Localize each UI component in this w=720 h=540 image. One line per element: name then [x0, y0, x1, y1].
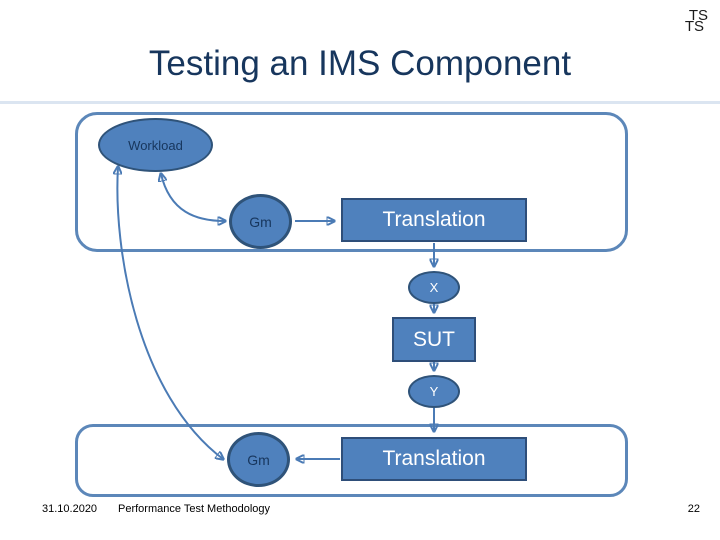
translation-node-bottom: Translation: [341, 437, 527, 481]
x-label: X: [429, 280, 439, 295]
y-node: Y: [408, 375, 460, 408]
gm-label-bottom: Gm: [247, 451, 270, 468]
translation-node-top: Translation: [341, 198, 527, 242]
sut-label: SUT: [413, 327, 455, 351]
translation-label-top: Translation: [382, 208, 486, 231]
test-system-label-bottom: TS: [688, 7, 708, 24]
gm-label-top: Gm: [249, 213, 272, 230]
workload-label: Workload: [128, 137, 183, 153]
workload-node: Workload: [98, 118, 213, 172]
title-underline-rule: [0, 101, 720, 104]
slide-footer: 31.10.2020 Performance Test Methodology …: [0, 503, 720, 523]
x-node: X: [408, 271, 460, 304]
gm-node-bottom: Gm: [227, 432, 290, 487]
slide-title: Testing an IMS Component: [148, 44, 572, 83]
y-label: Y: [429, 384, 439, 399]
test-system-label-top: TS: [684, 18, 704, 35]
footer-date: 31.10.2020: [42, 503, 98, 515]
footer-page-number: 22: [687, 503, 700, 515]
gm-node-top: Gm: [229, 194, 292, 249]
sut-node: SUT: [392, 317, 476, 362]
translation-label-bottom: Translation: [382, 447, 486, 470]
footer-title: Performance Test Methodology: [118, 503, 271, 515]
